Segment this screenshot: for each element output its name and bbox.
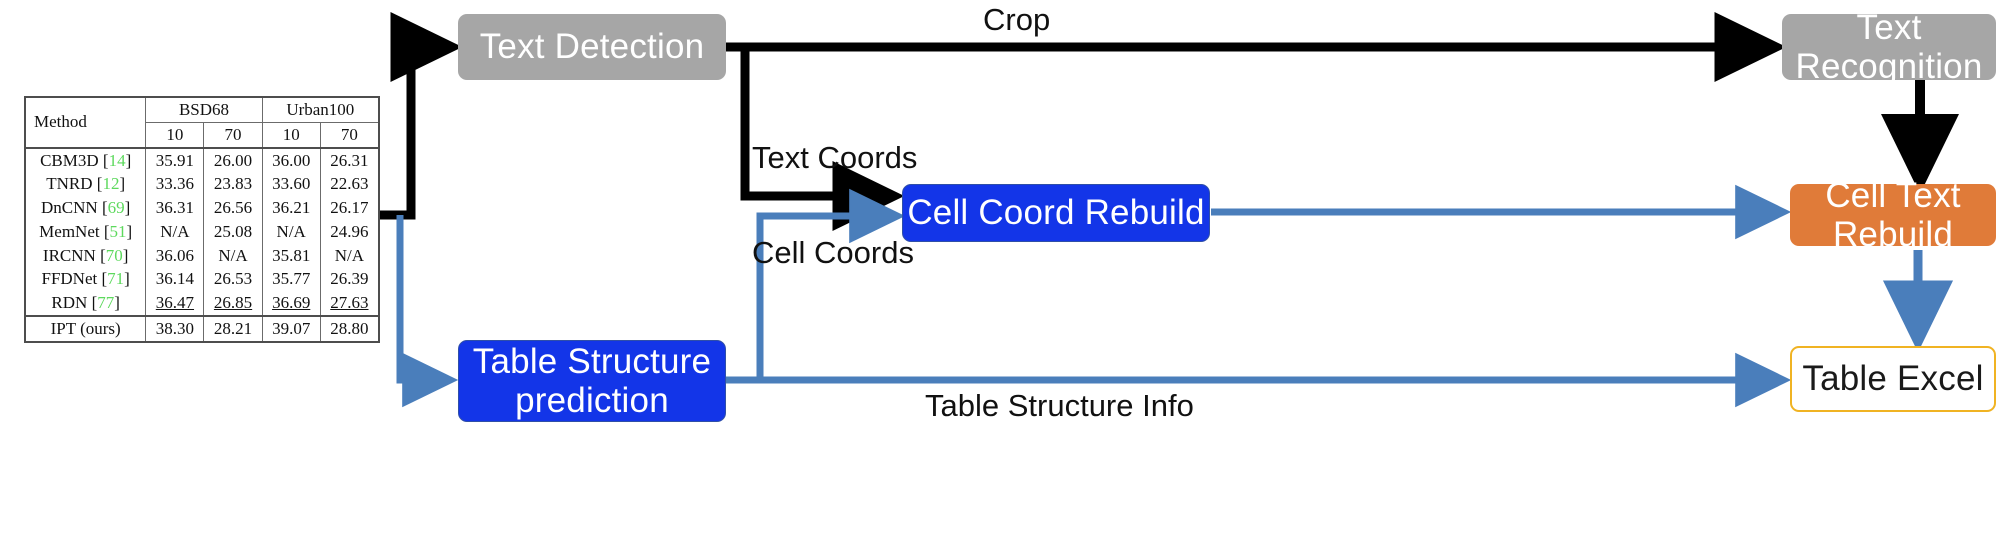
- cell-value: 35.77: [262, 267, 321, 291]
- cell-value: 26.53: [203, 267, 263, 291]
- cell-value: N/A: [203, 243, 263, 268]
- cell-value: 36.00: [262, 146, 321, 173]
- cell-value: 26.17: [320, 196, 380, 220]
- cell-value: 23.83: [203, 172, 263, 196]
- cell-value: 39.07: [262, 314, 321, 343]
- cell-value: 24.96: [320, 219, 380, 244]
- cell-value: 26.00: [203, 146, 263, 173]
- cell-method: MemNet [51]: [24, 219, 147, 244]
- node-table-excel-label: Table Excel: [1802, 359, 1984, 399]
- edge-table-to-structure: [396, 215, 459, 408]
- cell-value: 36.06: [145, 243, 205, 268]
- cell-value: 26.39: [320, 267, 380, 291]
- cell-method: IPT (ours): [24, 314, 147, 343]
- cell-value: 26.85: [203, 291, 263, 316]
- table-header-row-2: 10 70 10 70: [25, 122, 380, 149]
- cell-method: RDN [77]: [24, 291, 147, 316]
- cell-value: N/A: [145, 219, 205, 244]
- cell-method: IRCNN [70]: [24, 243, 147, 268]
- edge-label-crop: Crop: [983, 2, 1051, 37]
- node-table-structure-line2: prediction: [515, 381, 669, 420]
- node-cell-text-rebuild-label: Cell Text Rebuild: [1825, 175, 1961, 254]
- node-text-recognition-label: Text Recognition: [1795, 7, 1983, 86]
- node-cell-coord-rebuild-label: Cell Coord Rebuild: [907, 193, 1205, 233]
- header-group-urban100: Urban100: [262, 95, 380, 123]
- cell-value: 22.63: [320, 172, 380, 196]
- cell-value: 28.21: [203, 314, 263, 343]
- node-text-recognition[interactable]: Text Recognition: [1782, 8, 1996, 86]
- cell-value: 26.56: [203, 196, 263, 220]
- cell-value: 25.08: [203, 219, 263, 244]
- table-header-row-1: Method BSD68 Urban100: [24, 95, 380, 148]
- cell-value: N/A: [320, 243, 380, 268]
- node-text-detection[interactable]: Text Detection: [458, 14, 726, 80]
- input-table-image: Method BSD68 Urban100 10 70 10 70 CBM3D …: [24, 95, 380, 343]
- edge-table-to-detection: [372, 11, 463, 220]
- node-table-structure-line1: Table Structure: [472, 341, 712, 381]
- cell-value: 36.69: [262, 291, 321, 316]
- sr-results-table: Method BSD68 Urban100 10 70 10 70 CBM3D …: [24, 95, 380, 343]
- cell-method: FFDNet [71]: [24, 267, 147, 291]
- header-group-bsd68: BSD68: [145, 95, 263, 123]
- header-sigma-3: 70: [320, 122, 380, 149]
- node-cell-text-rebuild[interactable]: Cell Text Rebuild: [1790, 176, 1996, 254]
- cell-method: CBM3D [14]: [24, 146, 147, 173]
- cell-value: 36.21: [262, 196, 321, 220]
- header-sigma-0: 10: [145, 122, 205, 149]
- node-text-detection-label: Text Detection: [479, 27, 705, 67]
- cell-method: TNRD [12]: [24, 172, 147, 196]
- edge-label-text-coords: Text Coords: [752, 140, 918, 175]
- node-table-structure-prediction[interactable]: Table Structure prediction: [458, 340, 726, 422]
- edge-label-cell-coords: Cell Coords: [752, 235, 914, 270]
- cell-value: N/A: [262, 219, 321, 244]
- node-cell-coord-rebuild[interactable]: Cell Coord Rebuild: [902, 184, 1210, 242]
- header-sigma-1: 70: [203, 122, 263, 149]
- cell-value: 28.80: [320, 314, 380, 343]
- cell-value: 35.81: [262, 243, 321, 268]
- cell-value: 36.14: [145, 267, 205, 291]
- cell-value: 35.91: [145, 146, 205, 173]
- cell-value: 38.30: [145, 314, 205, 343]
- cell-value: 33.36: [145, 172, 205, 196]
- header-method: Method: [24, 96, 147, 148]
- cell-method: DnCNN [69]: [24, 196, 147, 220]
- cell-value: 36.31: [145, 196, 205, 220]
- cell-value: 33.60: [262, 172, 321, 196]
- cell-value: 36.47: [145, 291, 205, 316]
- cell-value: 26.31: [320, 146, 380, 173]
- cell-value: 27.63: [320, 291, 380, 316]
- node-table-excel[interactable]: Table Excel: [1790, 346, 1996, 412]
- edge-label-table-structure-info: Table Structure Info: [925, 388, 1194, 423]
- header-sigma-2: 10: [262, 122, 321, 149]
